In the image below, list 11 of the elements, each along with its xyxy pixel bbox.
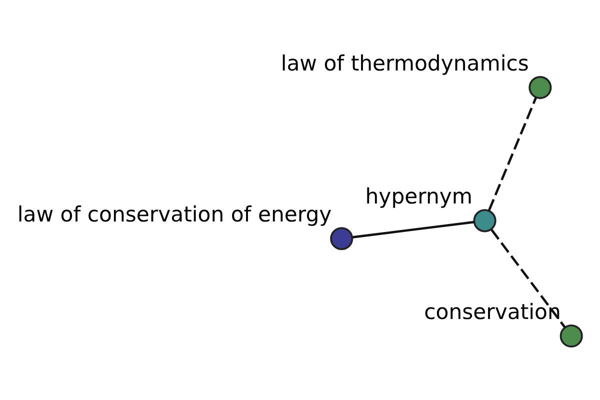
connector bbox=[490, 229, 566, 328]
connector bbox=[352, 220, 474, 238]
node-label: hypernym bbox=[365, 184, 473, 209]
node-circle bbox=[560, 324, 583, 348]
node-label: law of conservation of energy bbox=[17, 201, 332, 226]
node-circle bbox=[330, 227, 354, 250]
connector bbox=[488, 97, 538, 211]
node-circle bbox=[528, 76, 552, 100]
node-label: law of thermodynamics bbox=[280, 50, 529, 76]
node-label: conservation bbox=[424, 298, 561, 324]
node-circle bbox=[473, 209, 496, 232]
